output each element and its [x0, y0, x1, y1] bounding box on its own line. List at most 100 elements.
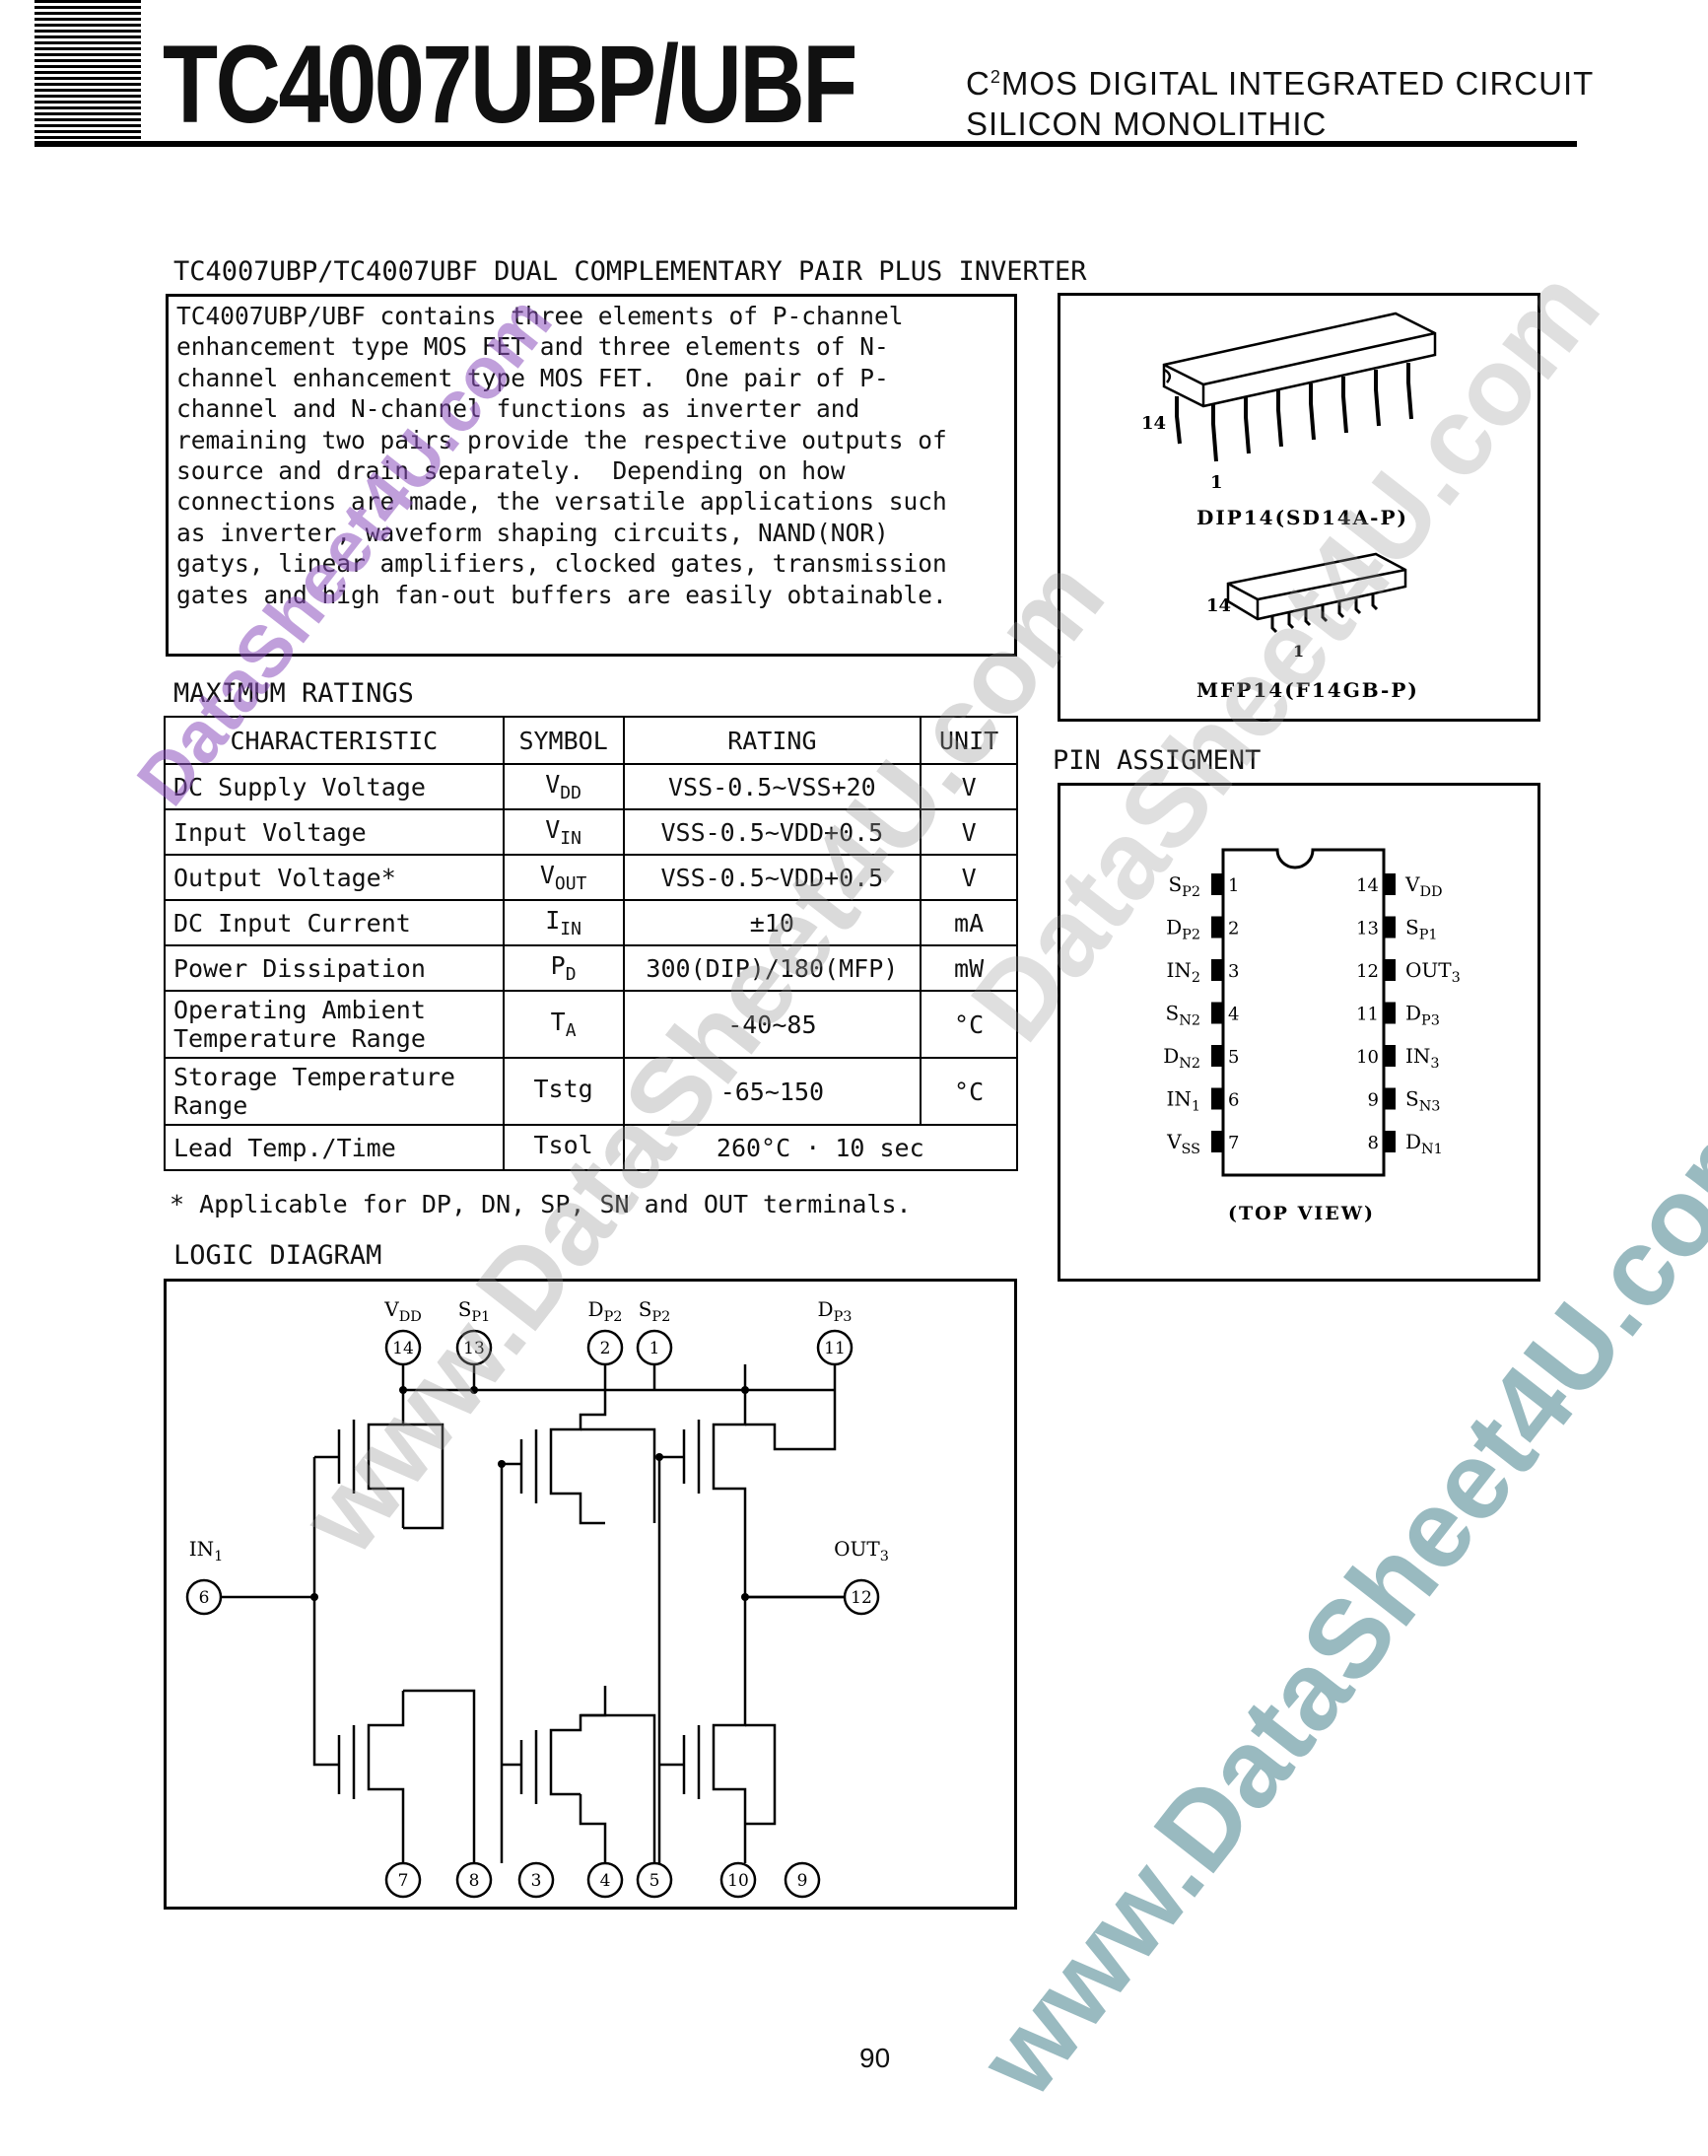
pin-circle-number: 10: [727, 1871, 749, 1891]
cell-characteristic: Output Voltage*: [164, 854, 505, 901]
pin-name-right: IN3: [1405, 1044, 1440, 1072]
pin-lead-right: [1384, 959, 1396, 981]
pin-circle-number: 5: [649, 1871, 660, 1891]
pin-number-right: 8: [1368, 1133, 1379, 1153]
pin-number-left: 3: [1228, 961, 1239, 982]
pin-name-right: VDD: [1404, 872, 1443, 900]
top-pin-circle: [636, 1329, 673, 1366]
pin-name-left: SP2: [1168, 872, 1200, 900]
dip-pin14-label: 14: [1141, 413, 1166, 434]
bottom-pin-circle: [719, 1861, 757, 1899]
cell-characteristic: DC Input Current: [164, 899, 505, 946]
ratings-footnote: * Applicable for DP, DN, SP, SN and OUT …: [170, 1190, 912, 1218]
logic-pins: 14VDD13SP12DP21SP211DP378345109VSSDN1IN2…: [185, 1297, 889, 1936]
symbol-main: V: [545, 770, 561, 799]
pin-circle-number: 8: [469, 1871, 480, 1891]
pin-name-left: SN2: [1166, 1002, 1200, 1029]
dip-package-label: DIP14(SD14A-P): [1196, 506, 1408, 529]
subtitle-line-2: SILICON MONOLITHIC: [966, 105, 1328, 142]
cell-unit: V: [920, 763, 1018, 810]
top-view-label: (TOP VIEW): [1228, 1203, 1375, 1224]
bottom-pin-circle: [636, 1861, 673, 1899]
pin-number-right: 9: [1368, 1090, 1379, 1111]
symbol-subscript: D: [565, 964, 577, 985]
logic-diagram-title: LOGIC DIAGRAM: [173, 1240, 382, 1271]
header-symbol: SYMBOL: [502, 716, 625, 765]
cell-rating: 300(DIP)/180(MFP): [622, 944, 922, 992]
pin-assignment-drawing: (TOP VIEW) 1SP22DP23IN24SN25DN26IN17VSS1…: [1163, 848, 1461, 1224]
pin-lead-left: [1211, 1131, 1223, 1152]
pin-lead-left: [1211, 1045, 1223, 1067]
cell-characteristic: Storage Temperature Range: [164, 1057, 505, 1126]
cell-rating: -65~150: [622, 1057, 922, 1126]
symbol-subscript: DD: [560, 783, 581, 803]
package-box: 14 1 DIP14(SD14A-P) 14 1 MFP14(F14GB-P): [1058, 293, 1540, 722]
ic-package-outline: [1221, 848, 1386, 1177]
pin-circle-number: 14: [392, 1339, 414, 1358]
pin-name-right: DN1: [1405, 1130, 1443, 1157]
in1-pin-label: IN1: [189, 1537, 224, 1565]
cell-symbol: VIN: [502, 808, 625, 856]
header-stripe-graphic: [34, 0, 141, 148]
pin-name-right: SN3: [1405, 1087, 1440, 1115]
pin-lead-left: [1211, 1002, 1223, 1024]
pin-circle-number: 2: [600, 1339, 611, 1358]
symbol-main: I: [545, 906, 561, 935]
pin-circle-number: 4: [600, 1871, 611, 1891]
max-ratings-table: CHARACTERISTIC SYMBOL RATING UNIT DC Sup…: [164, 716, 1019, 1171]
cell-characteristic: DC Supply Voltage: [164, 763, 505, 810]
top-pin-circle: [586, 1329, 624, 1366]
top-pin-label: SP1: [458, 1297, 491, 1325]
cell-unit: V: [920, 854, 1018, 901]
mfp-package-label: MFP14(F14GB-P): [1196, 678, 1419, 702]
header-rule: [34, 141, 1577, 147]
cell-rating: VSS-0.5~VSS+20: [622, 763, 922, 810]
header-unit: UNIT: [920, 716, 1018, 765]
top-pin-label: SP2: [639, 1297, 671, 1325]
cell-unit: V: [920, 808, 1018, 856]
bottom-pin-circle: [586, 1861, 624, 1899]
table-header-row: CHARACTERISTIC SYMBOL RATING UNIT: [164, 716, 1018, 765]
symbol-main: V: [539, 861, 555, 889]
top-pin-circle: [816, 1329, 854, 1366]
pin-lead-right: [1384, 1045, 1396, 1067]
pin-name-left: IN1: [1166, 1087, 1200, 1115]
pin-number-left: 5: [1228, 1047, 1239, 1068]
header-subtitle: C2MOS DIGITAL INTEGRATED CIRCUIT SILICON…: [966, 57, 1594, 144]
top-pin-label: DP3: [818, 1297, 853, 1325]
in1-pin-circle: [185, 1578, 223, 1616]
section-title: TC4007UBP/TC4007UBF DUAL COMPLEMENTARY P…: [173, 256, 1087, 287]
pin-circle-number: 9: [797, 1871, 808, 1891]
pin-number-right: 10: [1356, 1047, 1379, 1068]
pin-name-right: OUT3: [1405, 958, 1461, 986]
symbol-main: T: [550, 1008, 566, 1036]
cell-symbol: VDD: [502, 763, 625, 810]
pin-circle-number: 1: [649, 1339, 660, 1358]
out3-pin-label: OUT3: [834, 1537, 889, 1565]
pin-name-right: DP3: [1405, 1002, 1440, 1029]
cell-symbol: Tstg: [502, 1057, 625, 1126]
part-number-title: TC4007UBP/UBF: [163, 23, 857, 146]
pin-number-right: 14: [1356, 875, 1379, 896]
pin-lead-right: [1384, 1131, 1396, 1152]
pin-name-left: DN2: [1163, 1044, 1200, 1072]
symbol-main: P: [550, 951, 566, 980]
cell-symbol: PD: [502, 944, 625, 992]
cell-rating: VSS-0.5~VDD+0.5: [622, 854, 922, 901]
pin-number-right: 12: [1356, 961, 1379, 982]
pin-number-left: 1: [1228, 875, 1239, 896]
pin-name-left: IN2: [1166, 958, 1200, 986]
pin-name-left: VSS: [1166, 1130, 1200, 1157]
symbol-subscript: OUT: [554, 873, 587, 894]
cell-symbol: Tsol: [502, 1124, 625, 1171]
pin-lead-right: [1384, 916, 1396, 939]
logic-diagram-box: 14VDD13SP12DP21SP211DP378345109VSSDN1IN2…: [164, 1279, 1017, 1936]
cell-rating: ±10: [622, 899, 922, 946]
logic-diagram: 14VDD13SP12DP21SP211DP378345109VSSDN1IN2…: [185, 1297, 889, 1936]
symbol-subscript: A: [565, 1020, 577, 1041]
pin-number-left: 7: [1228, 1133, 1239, 1153]
